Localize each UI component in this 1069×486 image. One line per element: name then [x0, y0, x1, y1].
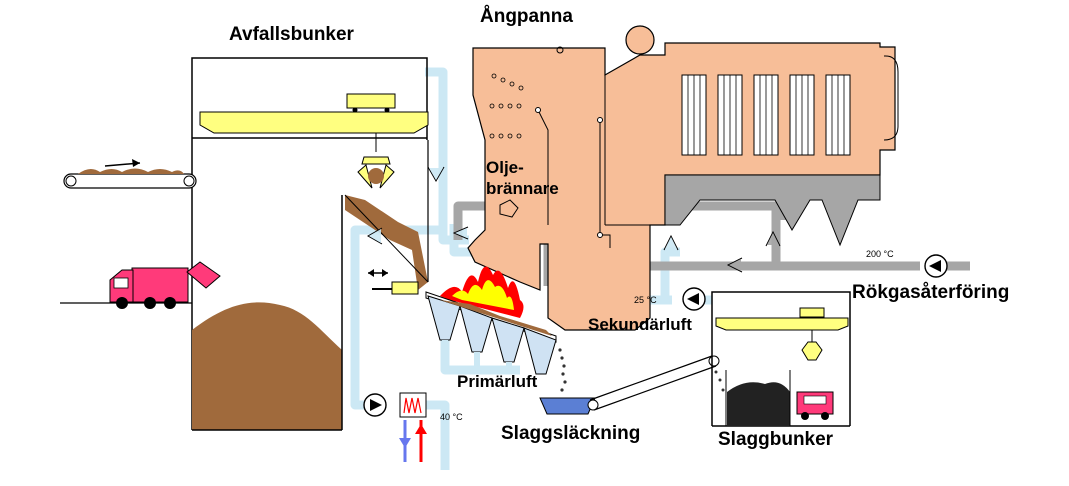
label-primarluft: Primärluft: [457, 372, 538, 391]
label-sekundarluft: Sekundärluft: [588, 315, 692, 334]
label-slaggbunker: Slaggbunker: [718, 429, 834, 450]
slag-quench: [539, 355, 725, 415]
filter-hoppers: [664, 174, 881, 247]
garbage-truck: [109, 261, 221, 309]
air-preheater: [399, 392, 427, 462]
feed-chute: [344, 140, 429, 290]
waste-conveyor: [63, 159, 197, 189]
label-angpanna: Ångpanna: [480, 6, 573, 27]
ram-feeder: [368, 269, 419, 295]
label-temp-25: 25 °C: [634, 295, 657, 305]
slag-bunker: [711, 291, 851, 427]
label-temp-200: 200 °C: [866, 249, 894, 259]
flow-arrows: [366, 166, 781, 273]
fans: [363, 254, 948, 417]
label-olje: Olje-: [486, 158, 524, 177]
flow-arrows-fill: [369, 168, 779, 271]
label-slaggslackning: Slaggsläckning: [501, 423, 641, 444]
flames: [440, 266, 524, 318]
grate: [425, 291, 567, 392]
boiler: [467, 25, 899, 331]
label-brannare: brännare: [486, 179, 559, 198]
label-avfallsbunker: Avfallsbunker: [229, 24, 354, 45]
overhead-crane: [199, 93, 429, 189]
label-temp-40: 40 °C: [440, 412, 463, 422]
label-rokgasaterforing: Rökgasåterföring: [852, 282, 1010, 303]
